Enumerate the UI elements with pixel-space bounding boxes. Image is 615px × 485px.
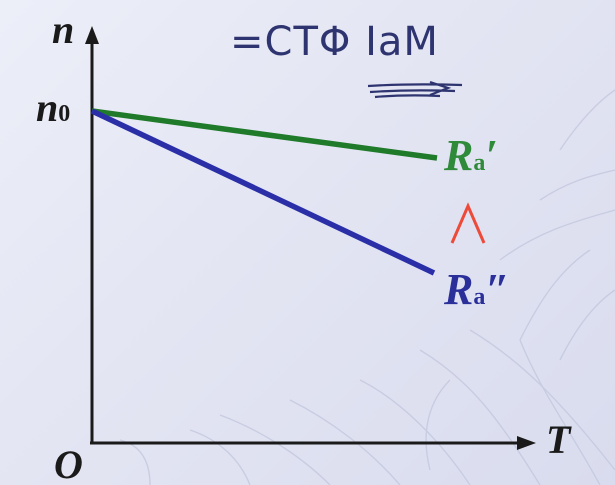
line-ra-double-prime	[90, 108, 436, 276]
y-intercept-label: n0	[36, 88, 70, 128]
y-intercept-main: n	[36, 85, 59, 130]
origin-label: O	[54, 442, 83, 485]
label-ra-double-prime-sub: a	[473, 284, 486, 310]
label-ra-prime-main: R	[444, 131, 474, 180]
label-ra-double-prime-mark: ″	[485, 265, 510, 314]
y-axis-label: n	[52, 7, 75, 52]
axes	[85, 26, 536, 450]
x-axis-label: T	[546, 417, 571, 462]
y-intercept-sub: 0	[58, 101, 71, 127]
line-ra-prime	[91, 108, 438, 161]
y-axis-arrow	[85, 26, 99, 44]
label-ra-prime-mark: ′	[485, 131, 498, 180]
label-ra-double-prime: Ra″	[444, 268, 510, 312]
label-ra-double-prime-main: R	[444, 265, 474, 314]
x-axis-arrow	[517, 436, 536, 450]
label-ra-prime-sub: a	[473, 150, 486, 176]
comparison-symbol	[450, 202, 486, 244]
handwriting-underline	[367, 80, 463, 99]
label-ra-prime: Ra′	[444, 134, 498, 178]
handwritten-formula: =CTΦ IaM	[230, 19, 439, 65]
